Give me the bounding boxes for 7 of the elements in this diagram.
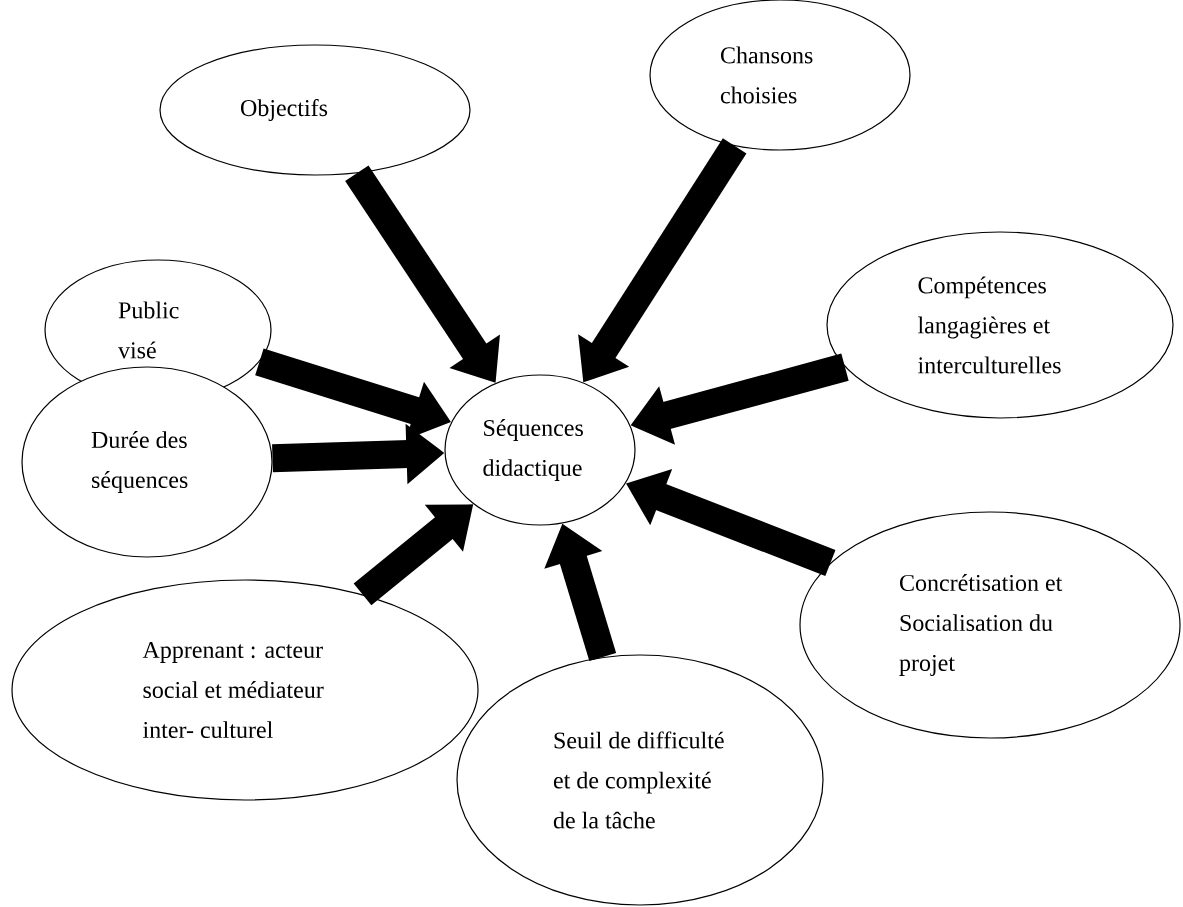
ellipse-node: Séquences didactique — [444, 374, 636, 526]
ellipse-node: Apprenant : acteur social et médiateur inter- culturel — [11, 579, 479, 801]
ellipse-node: Compétences langagières et interculturelles — [826, 231, 1174, 419]
ellipse-node: Objectifs — [159, 44, 471, 176]
ellipse-node: Durée des séquences — [21, 366, 273, 558]
ellipse-node: Seuil de difficulté et de complexité de la tâche — [456, 654, 824, 906]
ellipse-node: Concrétisation et Socialisation du projet — [799, 511, 1181, 739]
